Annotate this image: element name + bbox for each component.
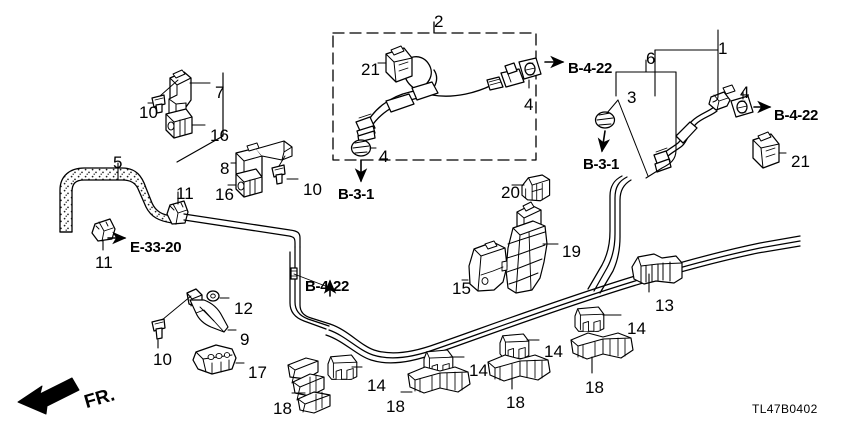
bolt-10-bracket9 [151,318,166,340]
grommet-4-right2 [730,95,754,118]
cross-reference-e-33-20[interactable]: E-33-20 [130,239,182,256]
collar-16-upper [165,108,193,139]
part-number-7: 7 [215,83,225,102]
part-number-16: 16 [215,185,234,204]
leader-bolt-9 [161,295,192,321]
nut-12 [206,290,220,302]
grommet-3 [594,111,616,129]
clip-11-mid [166,200,189,225]
part-number-14: 14 [627,319,646,338]
cross-reference-b-3-1[interactable]: B-3-1 [338,186,375,203]
leader-clip-b422 [293,273,329,288]
part-number-11: 11 [95,253,113,272]
part-number-4: 4 [740,83,750,102]
group-divider [176,72,224,163]
diagram-id-label: TL47B0402 [752,402,818,416]
part-number-16: 16 [210,126,229,145]
reference-arrows [107,55,772,297]
grommet-4-right [518,57,542,80]
cross-reference-b-3-1[interactable]: B-3-1 [583,156,620,173]
clamp-18-a [287,357,331,414]
part-number-18: 18 [585,378,604,397]
part-number-14: 14 [469,361,488,380]
part-number-9: 9 [240,330,250,349]
connector-21-left [385,45,413,83]
part-number-21: 21 [791,152,810,171]
part-number-1: 1 [718,39,728,58]
sensor-harness-assembly [350,45,542,157]
part-number-18: 18 [273,399,292,418]
cross-reference-b-4-22[interactable]: B-4-22 [305,278,350,295]
clip-11-left [91,218,116,242]
clamp-18-c [487,354,551,382]
part-number-19: 19 [562,242,581,261]
part-number-10: 10 [153,350,172,369]
cross-reference-b-4-22[interactable]: B-4-22 [774,107,819,124]
part-number-14: 14 [544,342,563,361]
part-number-21: 21 [361,60,380,79]
elbow-fitting [355,113,376,143]
part-number-10: 10 [303,180,322,199]
clamp-20 [521,174,551,202]
part-number-12: 12 [234,299,253,318]
part-number-3: 3 [627,88,637,107]
right-harness [594,29,780,179]
clamp-18-d [570,332,634,360]
group-box-2 [332,21,537,161]
part-number-14: 14 [367,376,386,395]
part-number-2: 2 [434,12,444,31]
bolt-10-bracket8 [271,164,286,185]
clamp-19 [505,201,548,294]
clamp-14-c [499,333,530,359]
bracket-9 [186,288,229,333]
part-number-4: 4 [524,95,534,114]
leader-bolt-7 [159,79,179,97]
front-direction-arrow [17,377,80,415]
clamp-17 [192,344,237,375]
part-number-10: 10 [139,103,158,122]
clamp-13 [631,253,683,285]
cross-reference-b-4-22[interactable]: B-4-22 [568,60,613,77]
grommet-4-left [350,139,372,157]
leader-lines [102,62,787,394]
part-number-11: 11 [176,184,194,203]
part-number-18: 18 [386,397,405,416]
pipe-clip-marker [290,267,298,280]
connector-21-right [752,131,780,169]
clamp-15 [468,240,508,292]
part-number-6: 6 [646,49,656,68]
part-number-20: 20 [501,183,520,202]
part-number-15: 15 [452,279,471,298]
bolt-10-upper [151,94,166,114]
clamp-18-b [407,366,471,394]
leader-bolt-8 [278,155,286,167]
part-number-5: 5 [113,153,123,172]
collar-16-lower [235,168,263,198]
clamp-14-d [574,306,605,332]
part-number-8: 8 [220,159,230,178]
part-number-13: 13 [655,296,674,315]
part-number-17: 17 [248,363,267,382]
part-number-4: 4 [379,147,389,166]
part-number-18: 18 [506,393,525,412]
